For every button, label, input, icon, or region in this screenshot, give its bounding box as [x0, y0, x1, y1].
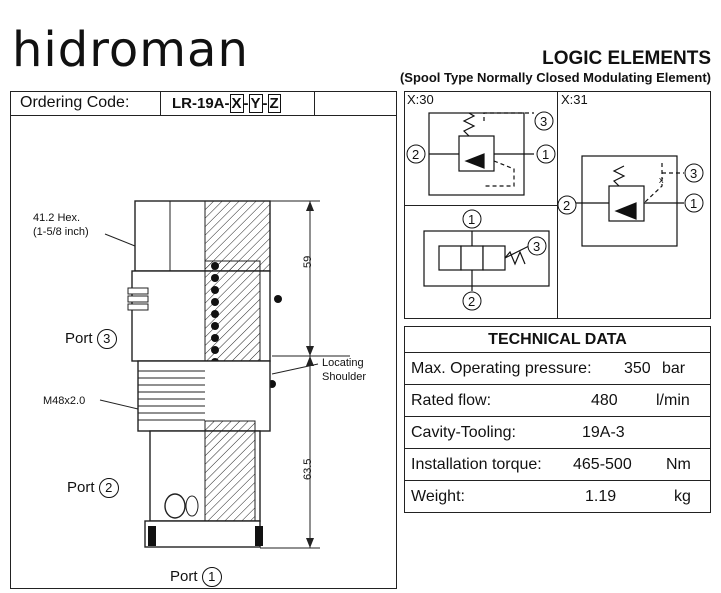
x30-port-1: 1: [542, 147, 549, 162]
port-1-number: 1: [201, 567, 222, 587]
lower-port-1: 1: [468, 212, 475, 227]
x31-port-2: 2: [563, 198, 570, 213]
x31-port-1: 1: [690, 196, 697, 211]
tech-row-unit: l/min: [656, 392, 690, 409]
schematic-drawings: 3 1 2 1 3 2 3 1 2 x: [406, 111, 704, 311]
tech-row-unit: kg: [674, 488, 691, 505]
tech-row-label: Max. Operating pressure:: [411, 360, 592, 377]
locating-label: Locating: [322, 357, 364, 369]
x30-port-2: 2: [412, 147, 419, 162]
x31-port-3: 3: [690, 166, 697, 181]
ordering-divider: [160, 91, 161, 116]
tech-row-value: 19A-3: [582, 424, 625, 441]
brand-logo: hidroman: [12, 22, 249, 78]
tech-row-pressure: Max. Operating pressure: 350 bar: [404, 353, 711, 385]
technical-data-heading: TECHNICAL DATA: [404, 326, 711, 353]
port-2-number: 2: [98, 478, 119, 498]
tech-row-value: 1.19: [585, 488, 617, 505]
x30-label: X:30: [407, 92, 434, 107]
ordering-code-value: LR-19A-X-Y-Z: [172, 94, 281, 113]
ordering-y: Y: [248, 94, 263, 113]
port-3-number: 3: [96, 329, 117, 349]
ordering-divider-2: [314, 91, 315, 116]
tech-row-value: 480: [591, 392, 618, 409]
ordering-z: Z: [267, 94, 281, 113]
page-subtitle: (Spool Type Normally Closed Modulating E…: [399, 70, 711, 85]
tech-row-unit: Nm: [666, 456, 691, 473]
hex-label: 41.2 Hex.: [33, 212, 81, 224]
ordering-code-label: Ordering Code:: [20, 94, 130, 111]
tech-row-value: 465-500: [573, 456, 632, 473]
tech-row-flow: Rated flow: 480 l/min: [404, 385, 711, 417]
port-1-label: Port 1: [170, 567, 222, 587]
ordering-x: X: [229, 94, 244, 113]
ordering-prefix: LR-19A-: [172, 95, 230, 112]
tech-row-value: 350: [624, 360, 651, 377]
tech-row-label: Installation torque:: [411, 456, 542, 473]
x31-label: X:31: [561, 92, 588, 107]
tech-row-label: Weight:: [411, 488, 465, 505]
shoulder-label: Shoulder: [322, 371, 367, 383]
port-3-label: Port 3: [65, 329, 117, 349]
port-2-label: Port 2: [67, 478, 119, 498]
dimension-59: 59: [302, 255, 314, 268]
page-title: LOGIC ELEMENTS: [542, 48, 711, 69]
hex-label-inch: (1-5/8 inch): [33, 226, 89, 238]
x31-x-mark: x: [659, 175, 664, 185]
tech-row-weight: Weight: 1.19 kg: [404, 481, 711, 513]
lower-port-2: 2: [468, 294, 475, 309]
schematic-divider-h: [404, 205, 557, 206]
thread-label: M48x2.0: [43, 395, 86, 407]
lower-port-3: 3: [533, 239, 540, 254]
tech-row-label: Cavity-Tooling:: [411, 424, 516, 441]
tech-row-unit: bar: [662, 360, 686, 377]
ordering-code-bar: [10, 91, 397, 116]
tech-row-torque: Installation torque: 465-500 Nm: [404, 449, 711, 481]
technical-data-table: [404, 326, 711, 513]
x30-port-3: 3: [540, 114, 547, 129]
tech-row-cavity: Cavity-Tooling: 19A-3: [404, 417, 711, 449]
dimension-63-5: 63.5: [302, 458, 314, 480]
cartridge-drawing: [99, 200, 350, 549]
tech-row-label: Rated flow:: [411, 392, 492, 409]
